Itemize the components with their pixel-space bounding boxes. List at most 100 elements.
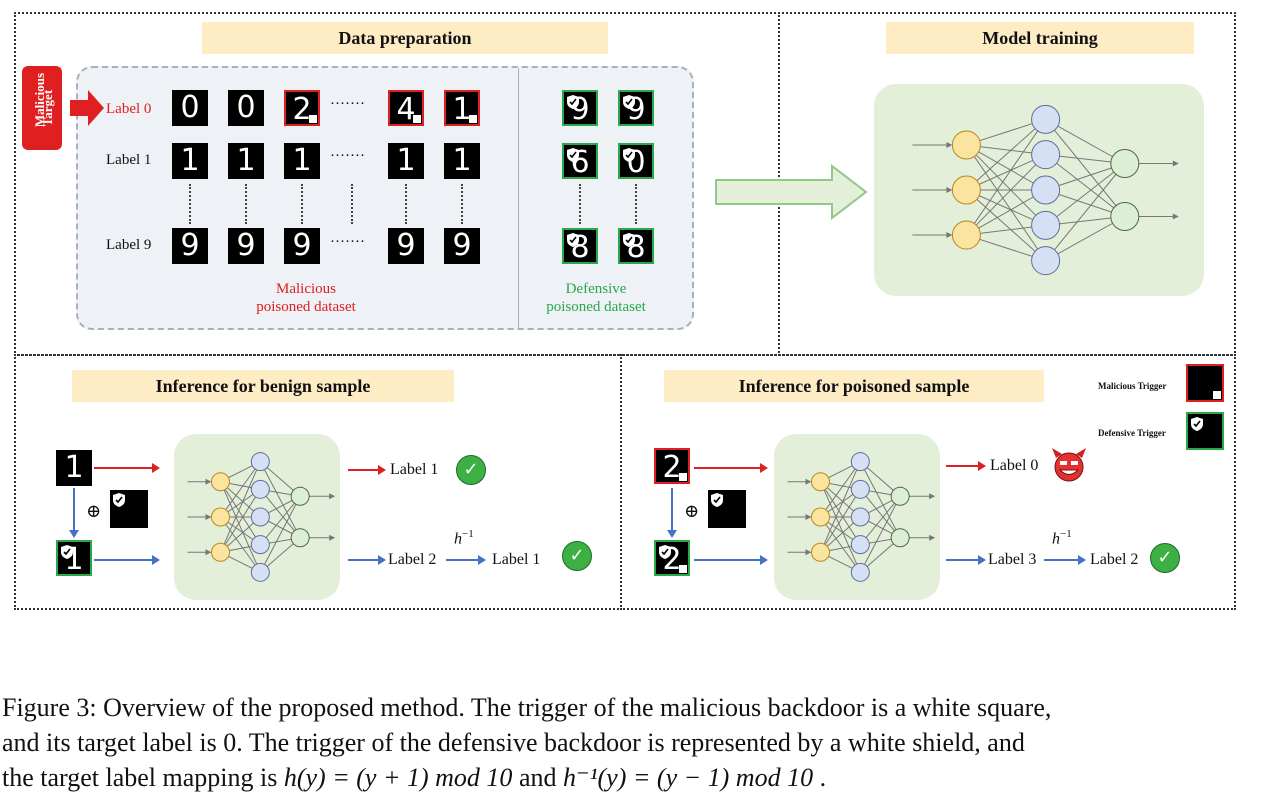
network-edge [820, 481, 861, 573]
network-node [850, 452, 870, 472]
network-node [810, 542, 830, 562]
digit-image: 1 [284, 143, 320, 179]
square-trigger [309, 115, 317, 123]
malicious-target-line2: Target [40, 89, 55, 127]
defensive-digit-image: 9 [562, 90, 598, 126]
defensive-dataset-label-line2: poisoned dataset [546, 299, 646, 315]
shield-icon [567, 233, 579, 247]
network-node [1031, 210, 1061, 240]
network-node [1031, 246, 1061, 276]
network-edge [220, 461, 261, 518]
network-edge [965, 144, 1047, 261]
network-io-arrowhead [205, 514, 212, 520]
benign-network [187, 452, 336, 582]
vertical-ellipsis [405, 184, 407, 224]
network-io-arrowhead [929, 534, 936, 541]
network-edge [1045, 118, 1126, 164]
network-edge [820, 516, 861, 573]
network-io-arrowhead [805, 478, 812, 485]
legend-malicious-label: Malicious Trigger [1098, 381, 1167, 391]
network-io-arrowhead [929, 493, 936, 500]
network-io-arrowhead [329, 493, 336, 500]
check-icon: ✓ [456, 455, 486, 485]
digit-image: 9 [444, 228, 480, 264]
shield-icon [1191, 417, 1203, 431]
poisoned-digit-image: 2 [284, 90, 320, 126]
defensive-digit-image: 0 [618, 143, 654, 179]
digit-image: 9 [228, 228, 264, 264]
network-edge [820, 461, 861, 518]
vertical-ellipsis [245, 184, 247, 224]
vertical-ellipsis [579, 184, 581, 224]
benign-output-label-2: Label 2 [388, 551, 437, 568]
shield-icon [623, 95, 635, 109]
shield-icon [567, 148, 579, 162]
devil-icon [1052, 448, 1086, 482]
poisoned-red-arrow [694, 463, 768, 473]
network-io-arrowhead [946, 141, 953, 148]
poisoned-output-label-3: Label 2 [1090, 551, 1139, 568]
poisoned-h-inverse: h−1 [1052, 528, 1072, 548]
check-icon: ✓ [1150, 543, 1180, 573]
network-edge [220, 489, 261, 553]
network-edge [220, 481, 261, 573]
network-node [951, 220, 981, 250]
square-trigger [679, 473, 687, 481]
malicious-dataset-label-line1: Malicious [276, 281, 336, 297]
network-node [951, 175, 981, 205]
network-node [850, 535, 870, 555]
poisoned-output-label-2: Label 3 [988, 551, 1037, 568]
poisoned-output-label-1: Label 0 [990, 457, 1039, 474]
square-trigger [413, 115, 421, 123]
network-node [210, 542, 230, 562]
network-node [250, 535, 270, 555]
defensive-digit-image: 6 [562, 143, 598, 179]
plus-sign: ⊕ [684, 501, 700, 521]
network-edge [820, 461, 861, 553]
network-node [1110, 202, 1140, 231]
check-icon: ✓ [562, 541, 592, 571]
vertical-ellipsis [461, 184, 463, 224]
digit-image: 9 [284, 228, 320, 264]
training-arrow [715, 163, 868, 221]
poisoned-out-blue-arrow [946, 555, 986, 565]
network-node [1110, 149, 1140, 178]
poisoned-digit-image: 1 [444, 90, 480, 126]
row-label-9: Label 9 [106, 237, 152, 253]
benign-output-label-3: Label 1 [492, 551, 541, 568]
caption-line-3: the target label mapping is h(y) = (y + … [2, 763, 827, 792]
network-edge [859, 495, 901, 545]
malicious-target-arrow [70, 90, 104, 126]
network-io-arrowhead [205, 549, 212, 556]
defensive-digit-image: 8 [562, 228, 598, 264]
network-edge [1045, 216, 1126, 262]
digit-image: 1 [172, 143, 208, 179]
network-edge [820, 489, 861, 553]
poisoned-shielded-digit: 2 [654, 540, 690, 576]
shield-icon [659, 545, 671, 559]
square-trigger [1213, 391, 1221, 399]
benign-down-arrow [69, 488, 79, 538]
caption-formula-h: h(y) = (y + 1) mod 10 [283, 763, 513, 792]
shield-icon [623, 233, 635, 247]
network-io-arrowhead [329, 534, 336, 541]
network-edge [259, 489, 301, 539]
network-node [890, 528, 910, 548]
network-io-arrowhead [946, 187, 953, 193]
square-trigger [469, 115, 477, 123]
network-io-arrowhead [205, 478, 212, 485]
network-io-arrowhead [1172, 213, 1179, 220]
network-edge [220, 516, 261, 573]
network-node [290, 528, 310, 548]
network-edge [966, 189, 1046, 262]
digit-image: 0 [228, 90, 264, 126]
benign-h-inverse: h−1 [454, 528, 474, 548]
benign-out-red-arrow [348, 465, 386, 475]
malicious-trigger-swatch [1186, 364, 1224, 402]
legend-defensive-label: Defensive Trigger [1098, 428, 1166, 438]
network-io-arrowhead [946, 232, 953, 239]
vertical-ellipsis [635, 184, 637, 224]
benign-hinv-arrow [446, 555, 486, 565]
row-label-1: Label 1 [106, 152, 152, 168]
data-preparation-title: Data preparation [202, 22, 608, 54]
